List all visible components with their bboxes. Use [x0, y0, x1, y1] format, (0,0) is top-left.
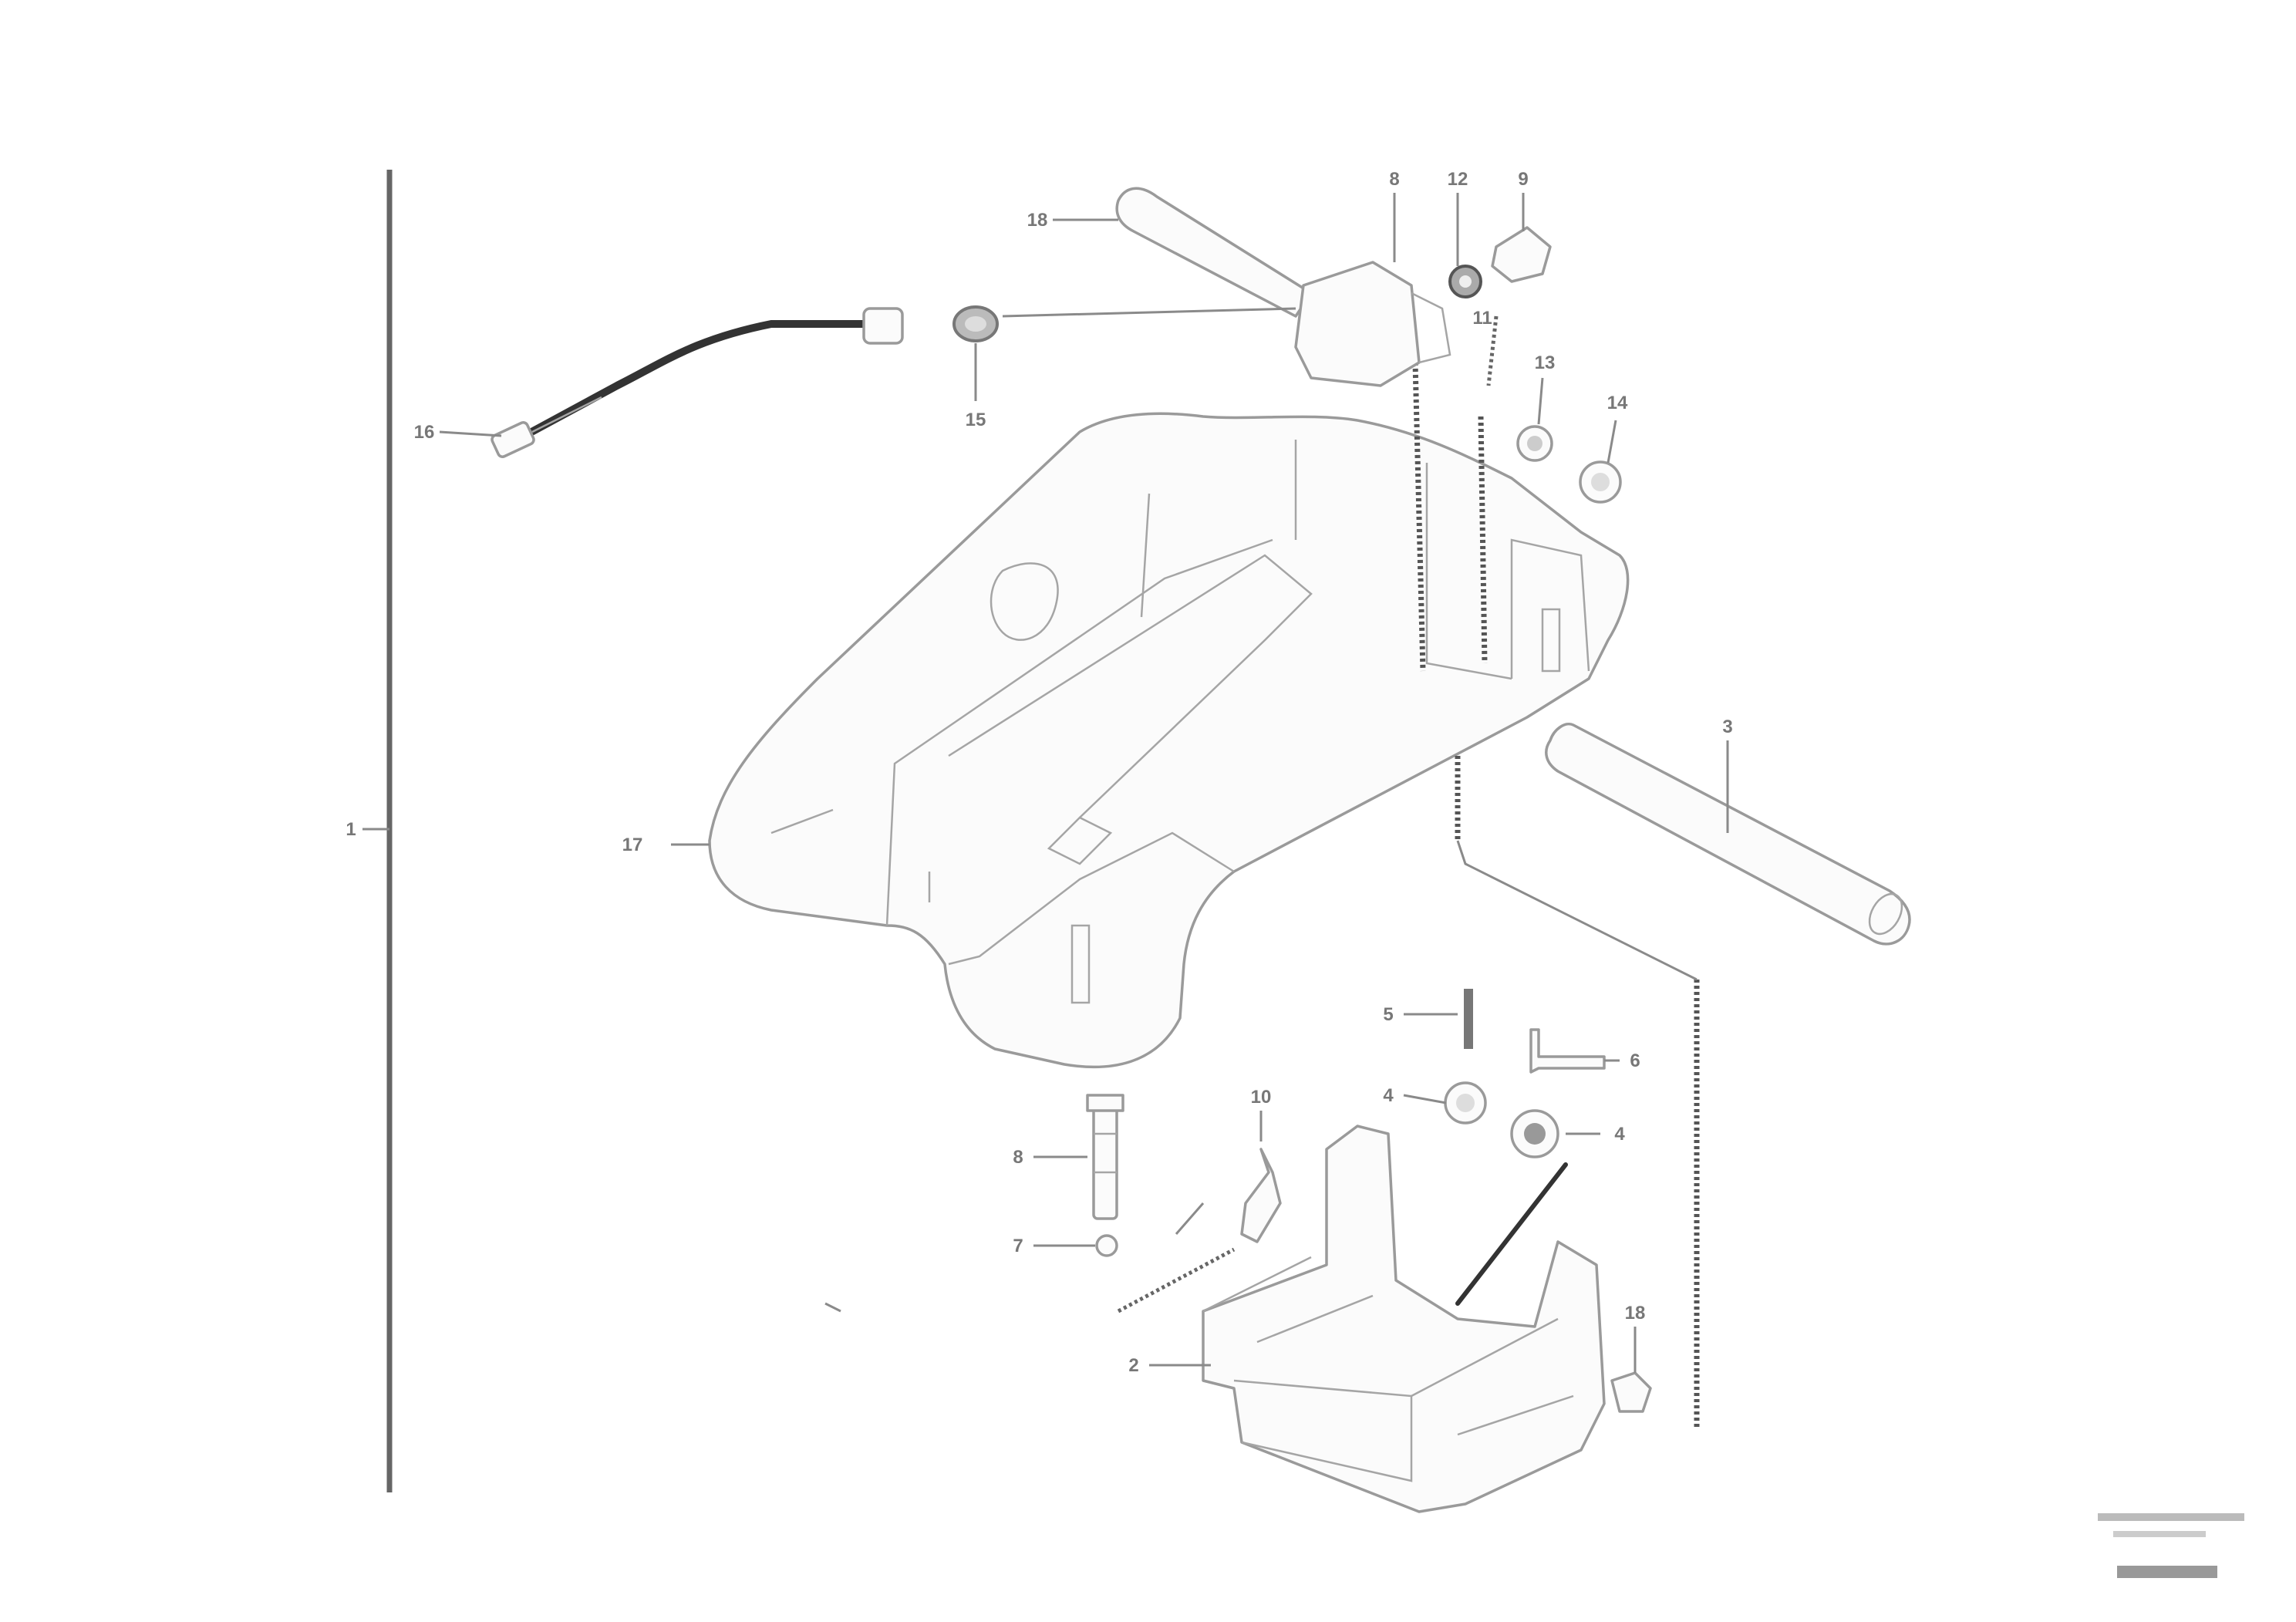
label-13: 13 [1535, 352, 1556, 373]
cap-part-14 [1579, 460, 1622, 504]
label-17: 17 [622, 835, 643, 855]
knob-block-part [1294, 261, 1451, 387]
label-4-left: 4 [1383, 1085, 1394, 1106]
label-6: 6 [1630, 1050, 1640, 1071]
hose-clamp-part-10 [1240, 1148, 1282, 1243]
grommet-part [952, 305, 999, 342]
label-7: 7 [1013, 1236, 1023, 1256]
label-12-top: 12 [1448, 169, 1468, 190]
label-11: 11 [1472, 308, 1492, 329]
washer-part-8-lower [1510, 1109, 1559, 1158]
washer-part-7 [1095, 1234, 1118, 1257]
label-16: 16 [414, 422, 435, 443]
label-3: 3 [1722, 717, 1732, 737]
shaft-part [1545, 723, 1911, 946]
label-5: 5 [1383, 1004, 1393, 1025]
label-9: 9 [1518, 169, 1528, 190]
screw-part-4 [1086, 1094, 1124, 1220]
drawing-reference-stamp [2098, 1513, 2244, 1578]
label-1: 1 [346, 819, 356, 840]
label-10: 10 [1251, 1087, 1272, 1108]
label-14: 14 [1607, 393, 1628, 413]
screw-part-6 [1529, 1028, 1606, 1074]
label-8-top: 8 [1389, 169, 1399, 190]
main-frame-part [708, 412, 1630, 1069]
label-18-lower: 18 [1625, 1303, 1646, 1324]
label-2: 2 [1128, 1355, 1138, 1376]
label-15: 15 [966, 410, 986, 430]
label-8-lower: 8 [1013, 1147, 1023, 1168]
bolt-part-5 [1464, 989, 1473, 1049]
washer-part-11 [1448, 265, 1482, 298]
nut-part-4-lower [1444, 1081, 1487, 1125]
clip-part-19 [1610, 1371, 1652, 1413]
nut-part-9 [1491, 226, 1552, 283]
nut-part-13 [1516, 425, 1553, 462]
cable-part [491, 307, 904, 458]
label-4-right: 4 [1614, 1124, 1625, 1145]
handle-lever-part [1115, 187, 1313, 318]
mounting-bracket-part [1202, 1125, 1606, 1513]
label-18-top: 18 [1027, 210, 1048, 231]
